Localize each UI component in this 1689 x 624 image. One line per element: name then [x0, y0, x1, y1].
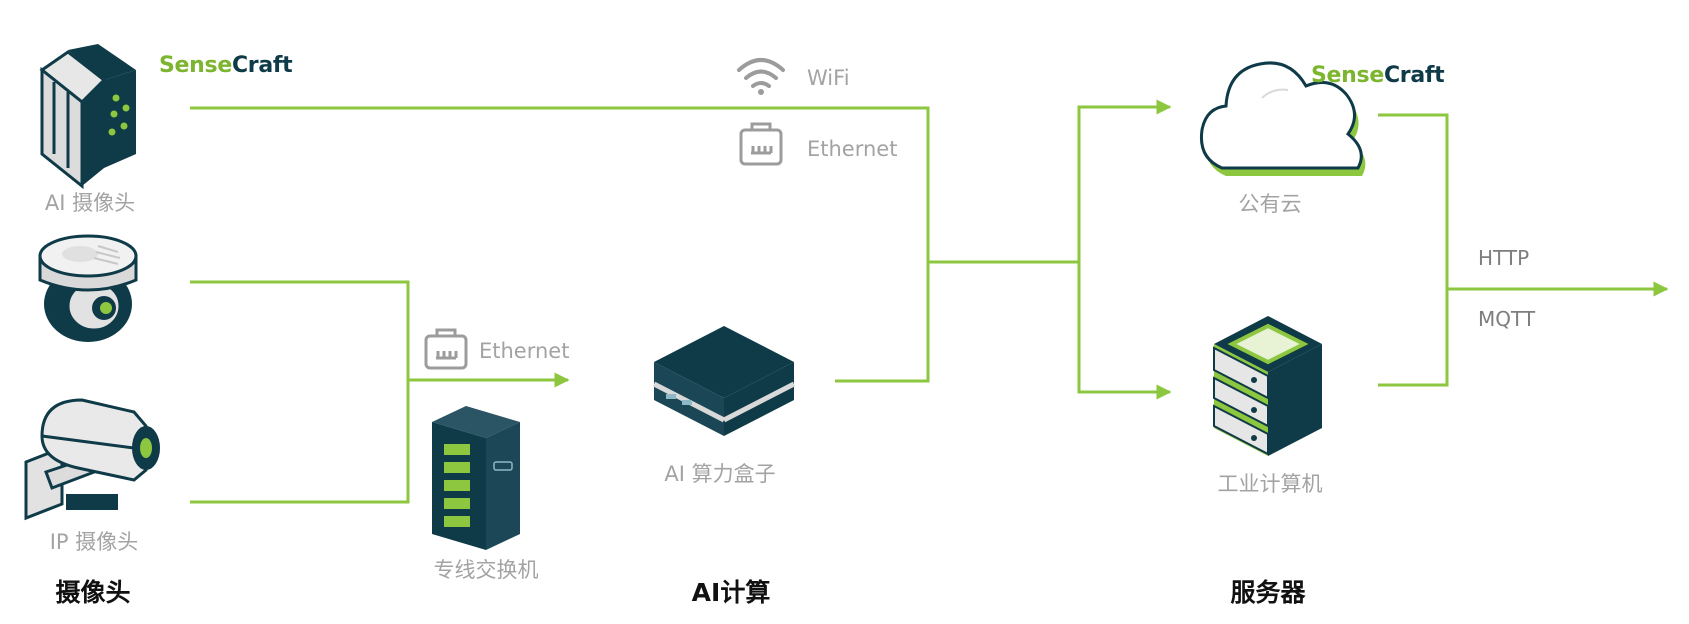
- mqtt-label: MQTT: [1478, 307, 1536, 331]
- wifi-icon: [737, 58, 785, 88]
- ip-camera-label: IP 摄像头: [49, 530, 139, 554]
- line-cloud-to-output: [1378, 113, 1449, 289]
- connection-lines: [190, 99, 1669, 504]
- industrial-pc-label: 工业计算机: [1217, 472, 1323, 496]
- arrow-to-industrial-pc: [1077, 262, 1172, 400]
- wifi-dot: [758, 89, 764, 95]
- ethernet-port-icon-mid: [424, 328, 468, 370]
- brand-part2: Craft: [1383, 63, 1445, 88]
- public-cloud-label: 公有云: [1238, 192, 1302, 216]
- compute-box-icon: [652, 326, 796, 436]
- line-industrial-pc-to-output: [1378, 289, 1449, 387]
- line-ai-camera-to-hub: [190, 106, 930, 262]
- line-dome-camera-to-switch: [190, 280, 410, 380]
- line-ai-box-to-hub: [835, 262, 930, 383]
- ethernet-port-icon: [739, 122, 783, 166]
- ai-camera-label: AI 摄像头: [44, 191, 136, 215]
- wifi-label: WiFi: [807, 66, 850, 90]
- server-stack-icon: [1213, 316, 1322, 456]
- arrow-to-cloud: [1077, 99, 1172, 262]
- brand-part1: Sense: [1311, 63, 1384, 88]
- http-label: HTTP: [1478, 246, 1530, 270]
- dome-camera-icon: [38, 234, 138, 342]
- ai-box-label: AI 算力盒子: [664, 462, 776, 486]
- column-heading-server: 服务器: [1230, 578, 1306, 607]
- switch-label: 专线交换机: [433, 558, 539, 582]
- cloud-icon: [1199, 61, 1366, 176]
- line-ip-camera-to-switch: [190, 380, 410, 504]
- sensecraft-brand-left: SenseCraft: [159, 53, 293, 78]
- ethernet-mid-label: Ethernet: [479, 339, 570, 363]
- column-heading-compute: AI计算: [691, 578, 771, 607]
- bullet-camera-icon: [24, 398, 160, 521]
- ethernet-top-label: Ethernet: [807, 137, 898, 161]
- sensecraft-brand-right: SenseCraft: [1311, 63, 1445, 88]
- brand-part2: Craft: [231, 53, 293, 78]
- column-heading-camera: 摄像头: [55, 578, 131, 607]
- switch-rack-icon: [432, 406, 520, 550]
- ai-camera-icon: [39, 44, 136, 190]
- brand-part1: Sense: [159, 53, 232, 78]
